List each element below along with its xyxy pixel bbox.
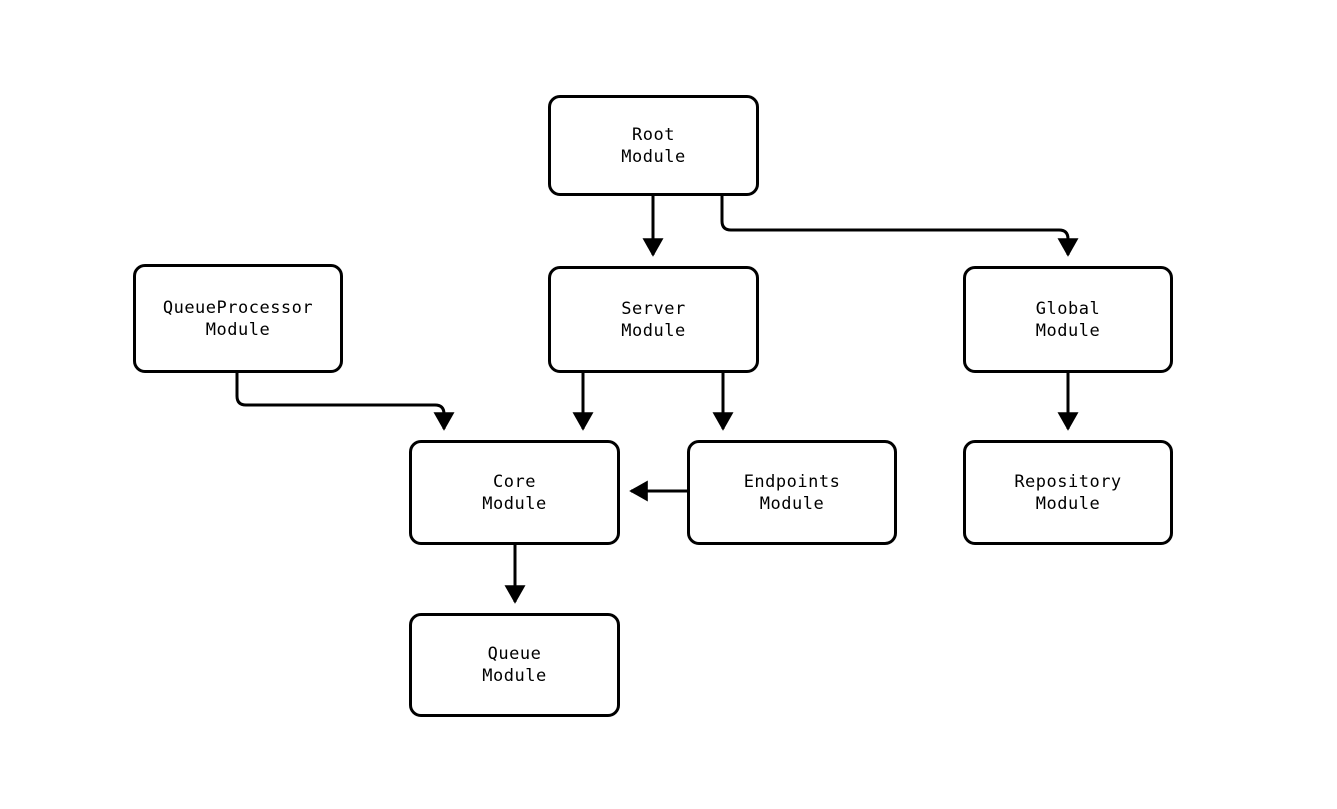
node-core-module[interactable]: Core Module (409, 440, 620, 545)
node-endpoints-module[interactable]: Endpoints Module (687, 440, 897, 545)
node-core-module-line2: Module (482, 493, 547, 514)
node-repository-module-line2: Module (1035, 493, 1101, 514)
edge-queueprocessor-core (235, 373, 455, 431)
node-endpoints-module-line2: Module (759, 493, 825, 514)
node-endpoints-module-line1: Endpoints (743, 471, 841, 492)
node-server-module-line2: Module (621, 320, 686, 341)
node-queue-module[interactable]: Queue Module (409, 613, 620, 717)
node-server-module-line1: Server (621, 298, 686, 319)
node-server-module[interactable]: Server Module (548, 266, 759, 373)
node-global-module[interactable]: Global Module (963, 266, 1173, 373)
node-global-module-line1: Global (1035, 298, 1101, 319)
node-core-module-line1: Core (493, 471, 536, 492)
node-global-module-line2: Module (1035, 320, 1101, 341)
node-root-module-line1: Root (632, 124, 675, 145)
node-root-module[interactable]: Root Module (548, 95, 759, 196)
node-queueprocessor-module[interactable]: QueueProcessor Module (133, 264, 343, 373)
node-queue-module-line2: Module (482, 666, 547, 686)
edge-root-global (720, 196, 1079, 257)
node-queue-module-line1: Queue (487, 644, 542, 664)
node-root-module-line2: Module (621, 146, 686, 167)
node-queueprocessor-module-line2: Module (205, 319, 271, 340)
node-repository-module-line1: Repository (1014, 471, 1122, 492)
node-repository-module[interactable]: Repository Module (963, 440, 1173, 545)
node-queueprocessor-module-line1: QueueProcessor (162, 297, 314, 318)
